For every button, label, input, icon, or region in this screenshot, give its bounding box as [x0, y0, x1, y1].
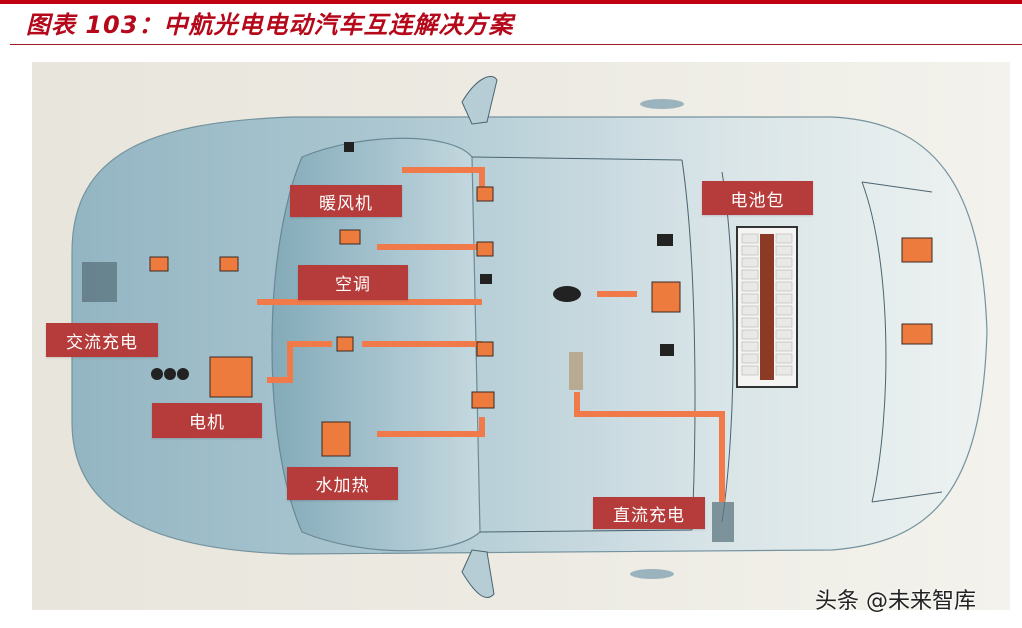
label-motor: 电机: [152, 403, 262, 438]
label-air-conditioning: 空调: [298, 265, 408, 300]
car-illustration: [71, 76, 988, 598]
label-ac-charging: 交流充电: [46, 323, 158, 357]
top-accent-bar: [0, 0, 1022, 4]
label-water-heating: 水加热: [287, 467, 398, 500]
label-battery-pack: 电池包: [702, 181, 813, 215]
label-heater: 暖风机: [290, 185, 402, 217]
title-divider: [10, 44, 1022, 45]
watermark: 头条 @未来智库: [815, 589, 976, 614]
ev-interconnect-photo: 暖风机 空调 交流充电 电机 水加热 电池包 直流充电: [32, 62, 1010, 610]
figure-title: 图表 103：中航光电电动汽车互连解决方案: [26, 11, 514, 39]
label-dc-charging: 直流充电: [593, 497, 705, 529]
